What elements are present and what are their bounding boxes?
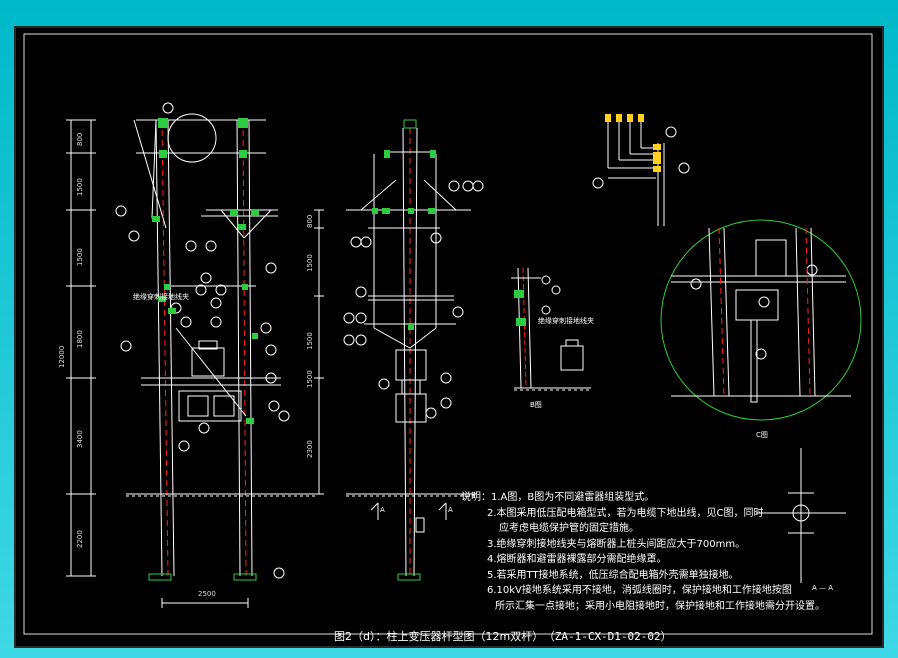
- note-item: 6.10kV接地系统采用不接地，消弧线圈时，保护接地和工作接地按图: [487, 585, 792, 596]
- note-item: 所示汇集一点接地；采用小电阻接地时，保护接地和工作接地需分开设置。: [495, 600, 825, 612]
- left-insulators: [152, 118, 259, 424]
- dim-left-5: 3400: [76, 430, 84, 448]
- clamp-label-b: 绝缘穿刺接地线夹: [538, 317, 594, 325]
- dim-left-total: 12000: [58, 345, 66, 368]
- view-c-detail: [660, 219, 862, 421]
- section-a-left: A: [380, 506, 385, 514]
- notes-block: 说明：1.A图，B图为不同避雷器组装型式。 2.本图采用低压配电箱型式，若为电缆…: [461, 490, 861, 614]
- caption-code: （ZA-1-CX-D1-02-02）: [549, 630, 672, 643]
- dim-mid-5: 2300: [306, 440, 314, 458]
- clamp-label-a: 绝缘穿刺接地线夹: [133, 293, 189, 301]
- dim-mid-3: 1500: [306, 332, 314, 350]
- middle-insulators: [372, 150, 436, 330]
- drawing-frame: 绝缘穿刺接地线夹 绝缘穿刺接地线夹 B图 C图 A A A — A 800 15…: [14, 26, 884, 648]
- dim-left-3: 1500: [76, 248, 84, 266]
- section-aa-label: A — A: [812, 584, 834, 592]
- middle-elevation: [314, 119, 484, 581]
- pole-transformer-drawing: [23, 33, 873, 635]
- dim-mid-4: 1500: [306, 370, 314, 388]
- notes-title: 说明：1.A图，B图为不同避雷器组装型式。: [461, 492, 655, 503]
- section-a-right: A: [448, 506, 453, 514]
- dim-left-2: 1500: [76, 178, 84, 196]
- view-b-label: B图: [530, 401, 542, 409]
- wiring-terminals: [605, 114, 661, 172]
- dim-mid-2: 1500: [306, 254, 314, 272]
- dim-mid-1: 800: [306, 214, 314, 228]
- drawing-caption: 图2（d）：柱上变压器杆型图（12m双杆） （ZA-1-CX-D1-02-02）: [334, 628, 672, 644]
- note-item: 2.本图采用低压配电箱型式，若为电缆下地出线，见C图，同时: [487, 507, 764, 519]
- note-item: 5.若采用TT接地系统，低压综合配电箱外壳需单独接地。: [487, 569, 739, 581]
- note-item: 3.绝缘穿刺接地线夹与熔断器上桩头间距应大于700mm。: [487, 538, 746, 550]
- section-aa: [756, 448, 846, 583]
- note-item: 应考虑电缆保护管的固定措施。: [499, 523, 639, 534]
- wiring-detail: [592, 116, 690, 226]
- left-elevation: [66, 102, 316, 608]
- inner-border: [23, 33, 873, 635]
- view-c-label: C图: [756, 431, 768, 439]
- dim-left-1: 800: [76, 132, 84, 146]
- dim-left-4: 1800: [76, 330, 84, 348]
- caption-title: 图2（d）：柱上变压器杆型图（12m双杆）: [334, 630, 544, 643]
- dim-bottom-width: 2500: [198, 590, 216, 598]
- view-b-detail: [511, 267, 591, 391]
- note-item: 4.熔断器和避雷器裸露部分需配绝缘罩。: [487, 554, 667, 565]
- view-b-insulators: [514, 290, 526, 326]
- dim-left-6: 2200: [76, 530, 84, 548]
